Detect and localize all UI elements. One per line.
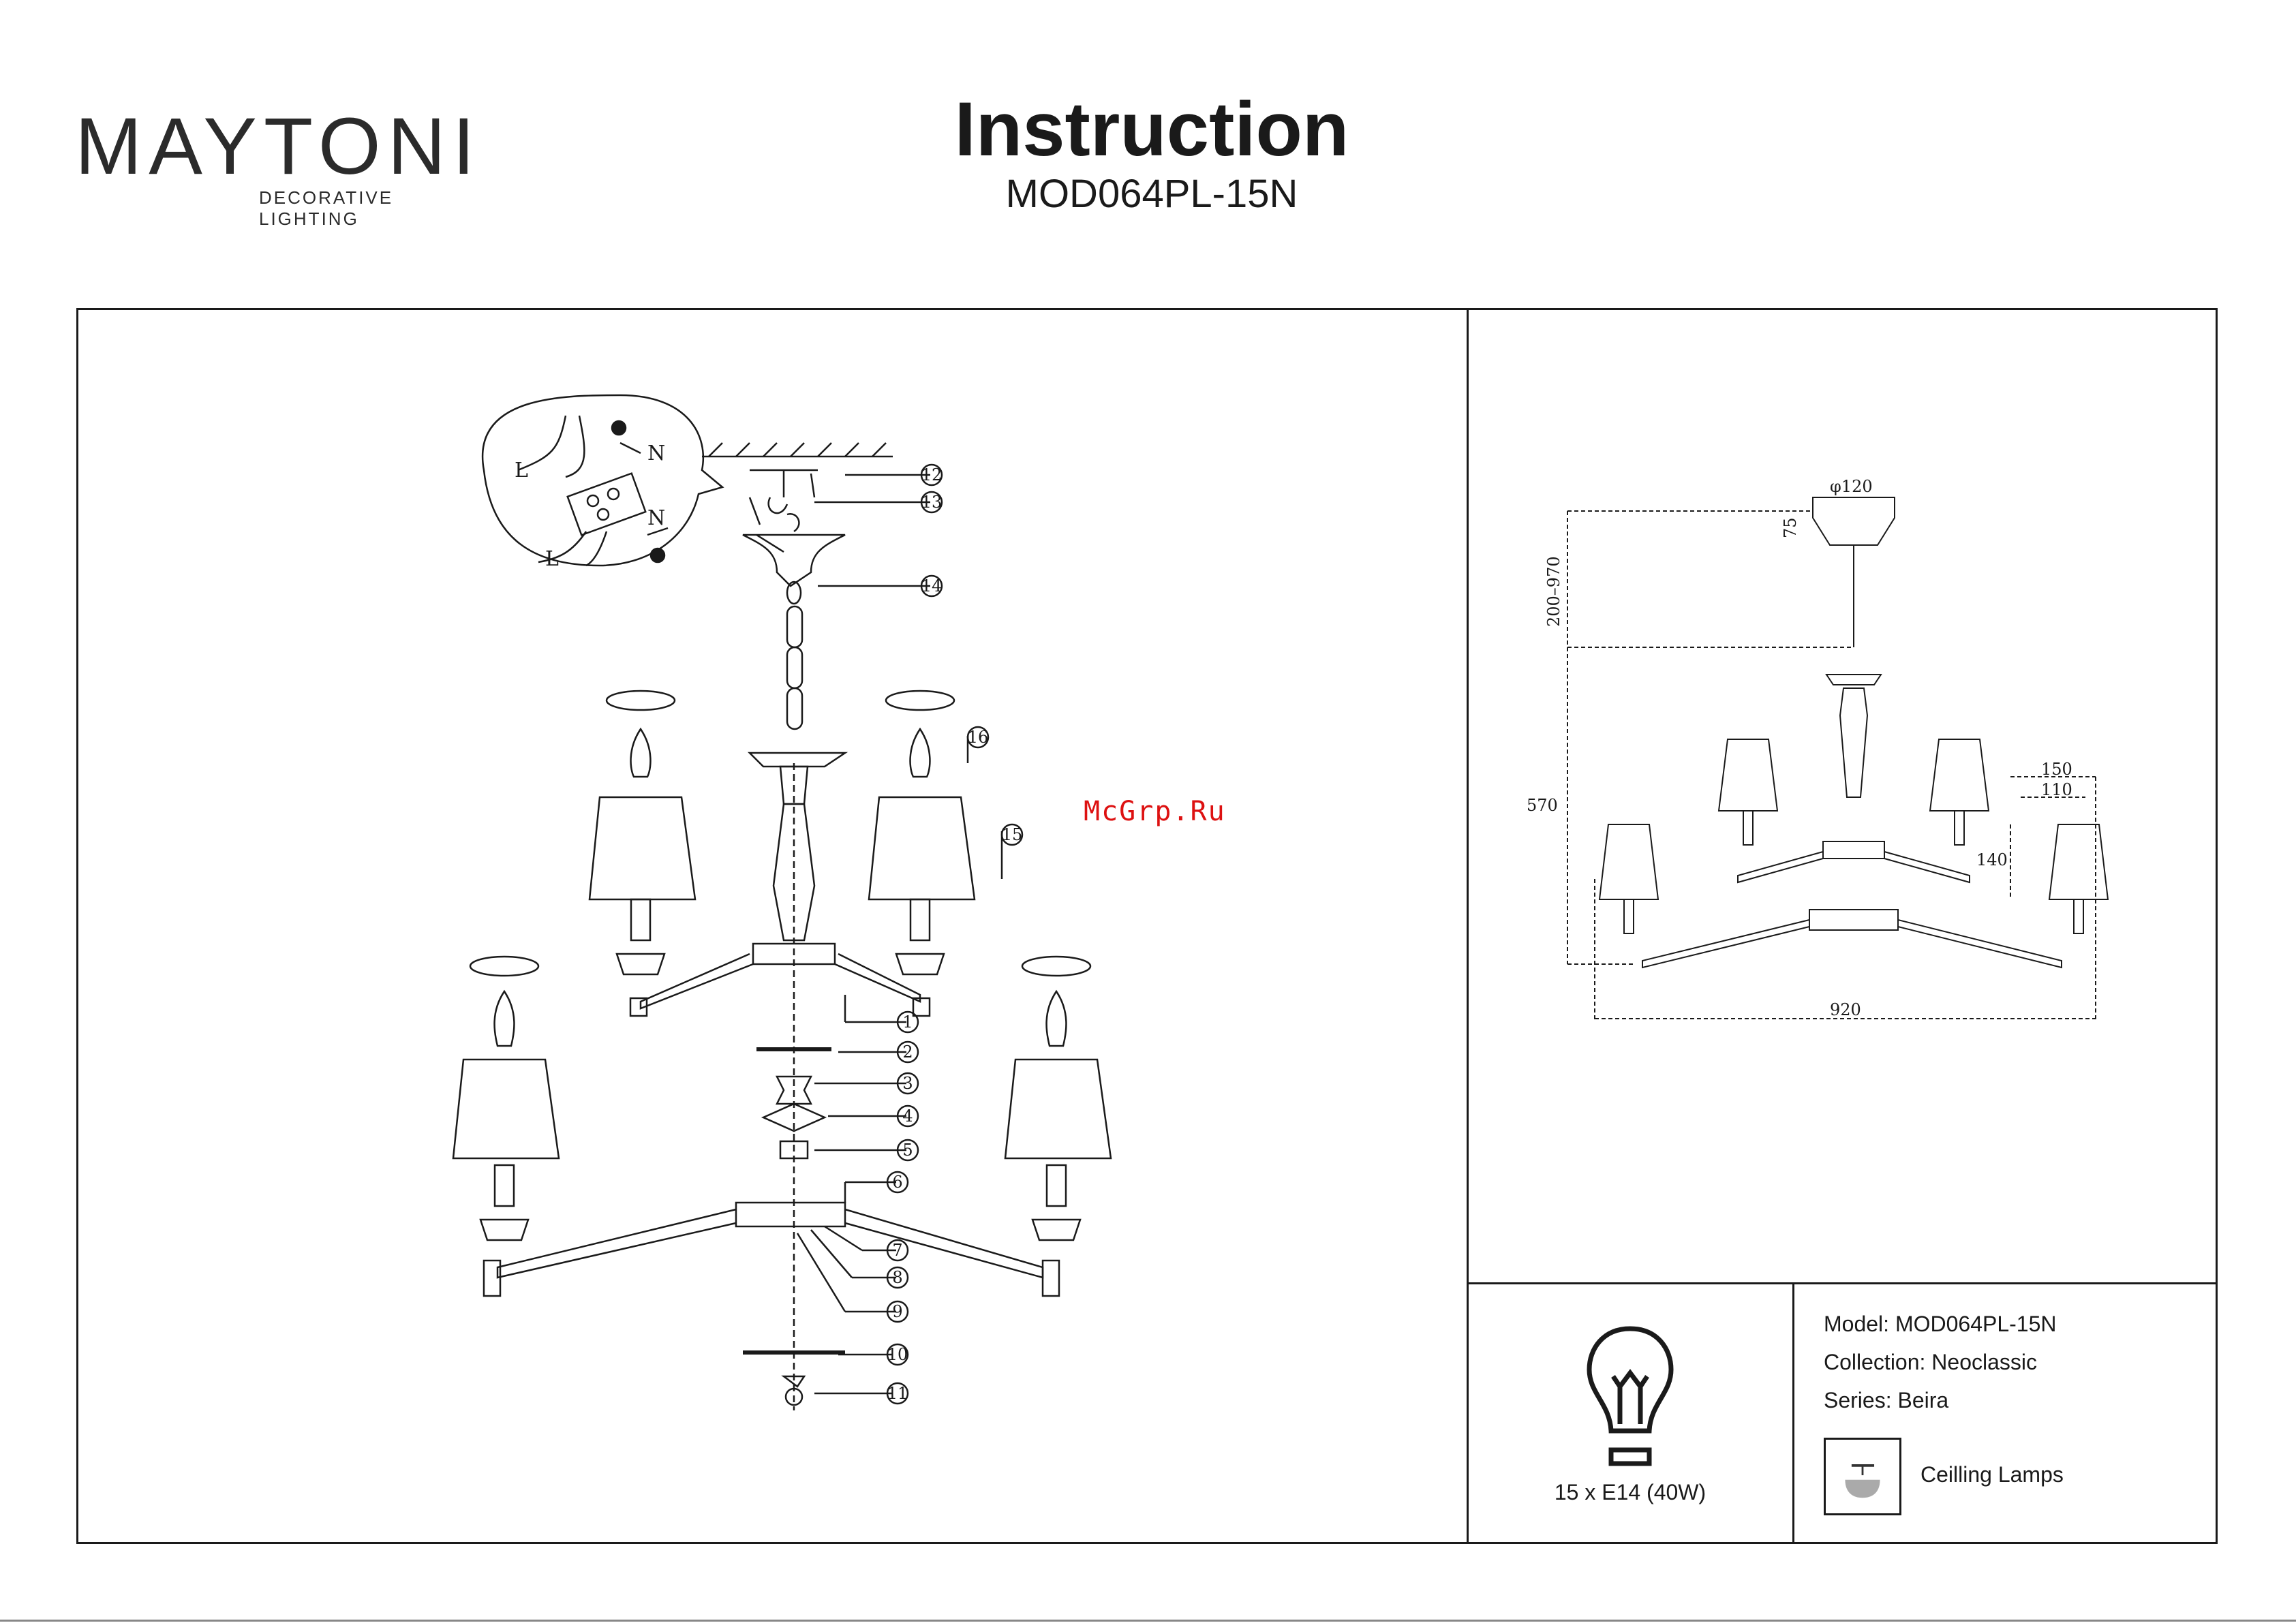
callout-3: 3 xyxy=(902,1074,913,1093)
frame-divider xyxy=(1467,308,1469,1544)
dimension-lines xyxy=(1567,511,2096,1022)
assembly-diagram: L N N L xyxy=(443,368,1288,1431)
callout-7: 7 xyxy=(892,1241,902,1260)
wire-label-n: N xyxy=(647,506,665,530)
callout-1: 1 xyxy=(902,1013,913,1032)
dim-canopy-diameter: φ120 xyxy=(1830,477,1873,496)
dim-shade-top: 150 xyxy=(2041,760,2072,779)
dim-body-height: 570 xyxy=(1527,796,1558,815)
stem-and-chain xyxy=(736,535,845,1410)
watermark: McGrp.Ru xyxy=(1084,796,1226,827)
callout-13: 13 xyxy=(921,493,943,512)
callout-14: 14 xyxy=(921,576,943,596)
frame-divider xyxy=(1467,1282,2218,1284)
wiring-detail: L N N L xyxy=(483,395,722,571)
spec-type: Ceilling Lamps xyxy=(1920,1462,2064,1487)
model-number: MOD064PL-15N xyxy=(886,170,1418,218)
wire-label-l: L xyxy=(545,547,559,571)
callout-12: 12 xyxy=(921,465,943,484)
wire-label-n: N xyxy=(647,442,665,465)
callout-9: 9 xyxy=(892,1302,902,1321)
spec-model: Model: MOD064PL-15N xyxy=(1824,1312,2056,1337)
callout-6: 6 xyxy=(892,1173,902,1192)
lamp-lower-right xyxy=(1005,957,1111,1240)
upper-arms xyxy=(630,954,930,1016)
callout-15: 15 xyxy=(1002,825,1023,844)
callout-8: 8 xyxy=(892,1268,902,1287)
callout-2: 2 xyxy=(902,1042,913,1062)
dimension-diagram: φ120 75 200–970 570 150 110 140 920 xyxy=(1527,470,2154,1036)
fixture-outline xyxy=(1599,497,2108,968)
lamp-spec: 15 x E14 (40W) xyxy=(1521,1480,1739,1505)
lamp-lower-left xyxy=(453,957,559,1240)
dimension-labels: φ120 75 200–970 570 150 110 140 920 xyxy=(1527,477,2072,1019)
wire-label-l: L xyxy=(515,459,528,482)
dim-total-width: 920 xyxy=(1830,1000,1861,1019)
page-title: Instruction xyxy=(886,85,1418,174)
callout-16: 16 xyxy=(968,728,989,747)
lower-arms xyxy=(484,1209,1059,1296)
dim-height-range: 200–970 xyxy=(1544,556,1563,627)
brand-name: MAYTONI xyxy=(75,102,482,191)
frame-divider xyxy=(1792,1282,1794,1544)
spec-collection: Collection: Neoclassic xyxy=(1824,1350,2037,1375)
dim-canopy-height: 75 xyxy=(1781,517,1800,538)
spec-series: Series: Beira xyxy=(1824,1388,1948,1413)
dim-shade-bottom: 110 xyxy=(2041,780,2072,799)
callout-4: 4 xyxy=(902,1107,913,1126)
callout-11: 11 xyxy=(887,1384,908,1403)
brand-logo: MAYTONI DECORATIVE LIGHTING xyxy=(75,102,470,211)
dim-shade-height: 140 xyxy=(1976,850,2008,869)
bulb-icon xyxy=(1582,1322,1678,1472)
lamp-upper-right xyxy=(869,691,975,974)
footer-rule xyxy=(0,1620,2296,1622)
ceiling-lamp-icon xyxy=(1824,1438,1901,1515)
lamp-upper-left xyxy=(590,691,695,974)
callout-10: 10 xyxy=(887,1345,908,1364)
ceiling-lamp-glyph xyxy=(1826,1440,1899,1513)
callout-5: 5 xyxy=(902,1141,913,1160)
brand-tagline: DECORATIVE LIGHTING xyxy=(259,187,470,230)
